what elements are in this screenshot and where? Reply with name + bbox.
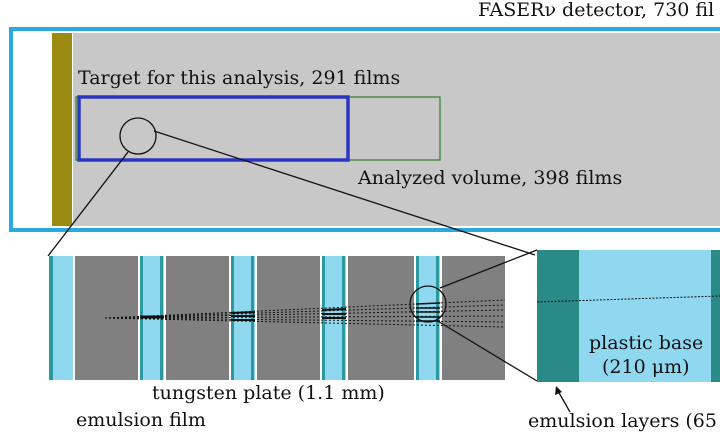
emulsion-layer-zoom	[537, 250, 579, 382]
plastic-base-zoom	[579, 250, 720, 382]
tungsten-plate-4	[348, 256, 414, 380]
tungsten-plate-label: tungsten plate (1.1 mm)	[150, 382, 387, 404]
plastic-base-thickness-label: (210 μm)	[602, 356, 690, 378]
detector-volume	[73, 33, 720, 226]
zoom-line-left	[47, 151, 129, 257]
emulsion-film-5	[416, 256, 440, 380]
target-box	[77, 95, 350, 162]
zoom-circle-overview	[119, 117, 157, 155]
zoom-line-lower	[435, 319, 538, 382]
plastic-base-label: plastic base	[589, 332, 704, 354]
emulsion-film-1	[49, 256, 73, 380]
analyzed-volume-label: Analyzed volume, 398 films	[358, 167, 623, 189]
tungsten-plate-5	[442, 256, 505, 380]
zoom-line-upper	[439, 249, 538, 289]
track-zoom	[536, 295, 720, 303]
zoom-circle-detail	[409, 285, 447, 323]
emulsion-layer-zoom-right	[711, 250, 720, 382]
emulsion-layers-label: emulsion layers (65	[528, 410, 717, 432]
film-stack-detail	[48, 256, 506, 380]
film-cross-section	[536, 250, 720, 382]
target-label: Target for this analysis, 291 films	[78, 67, 401, 89]
detector-overview	[9, 27, 720, 232]
detector-end-plate	[52, 33, 72, 226]
tungsten-plate-3	[257, 256, 320, 380]
emulsion-layers-arrow	[555, 386, 571, 413]
emulsion-film-3	[231, 256, 255, 380]
emulsion-film-label: emulsion film	[76, 409, 206, 431]
detector-label: FASERν detector, 730 fil	[478, 0, 715, 21]
zoom-line-right	[153, 130, 536, 256]
